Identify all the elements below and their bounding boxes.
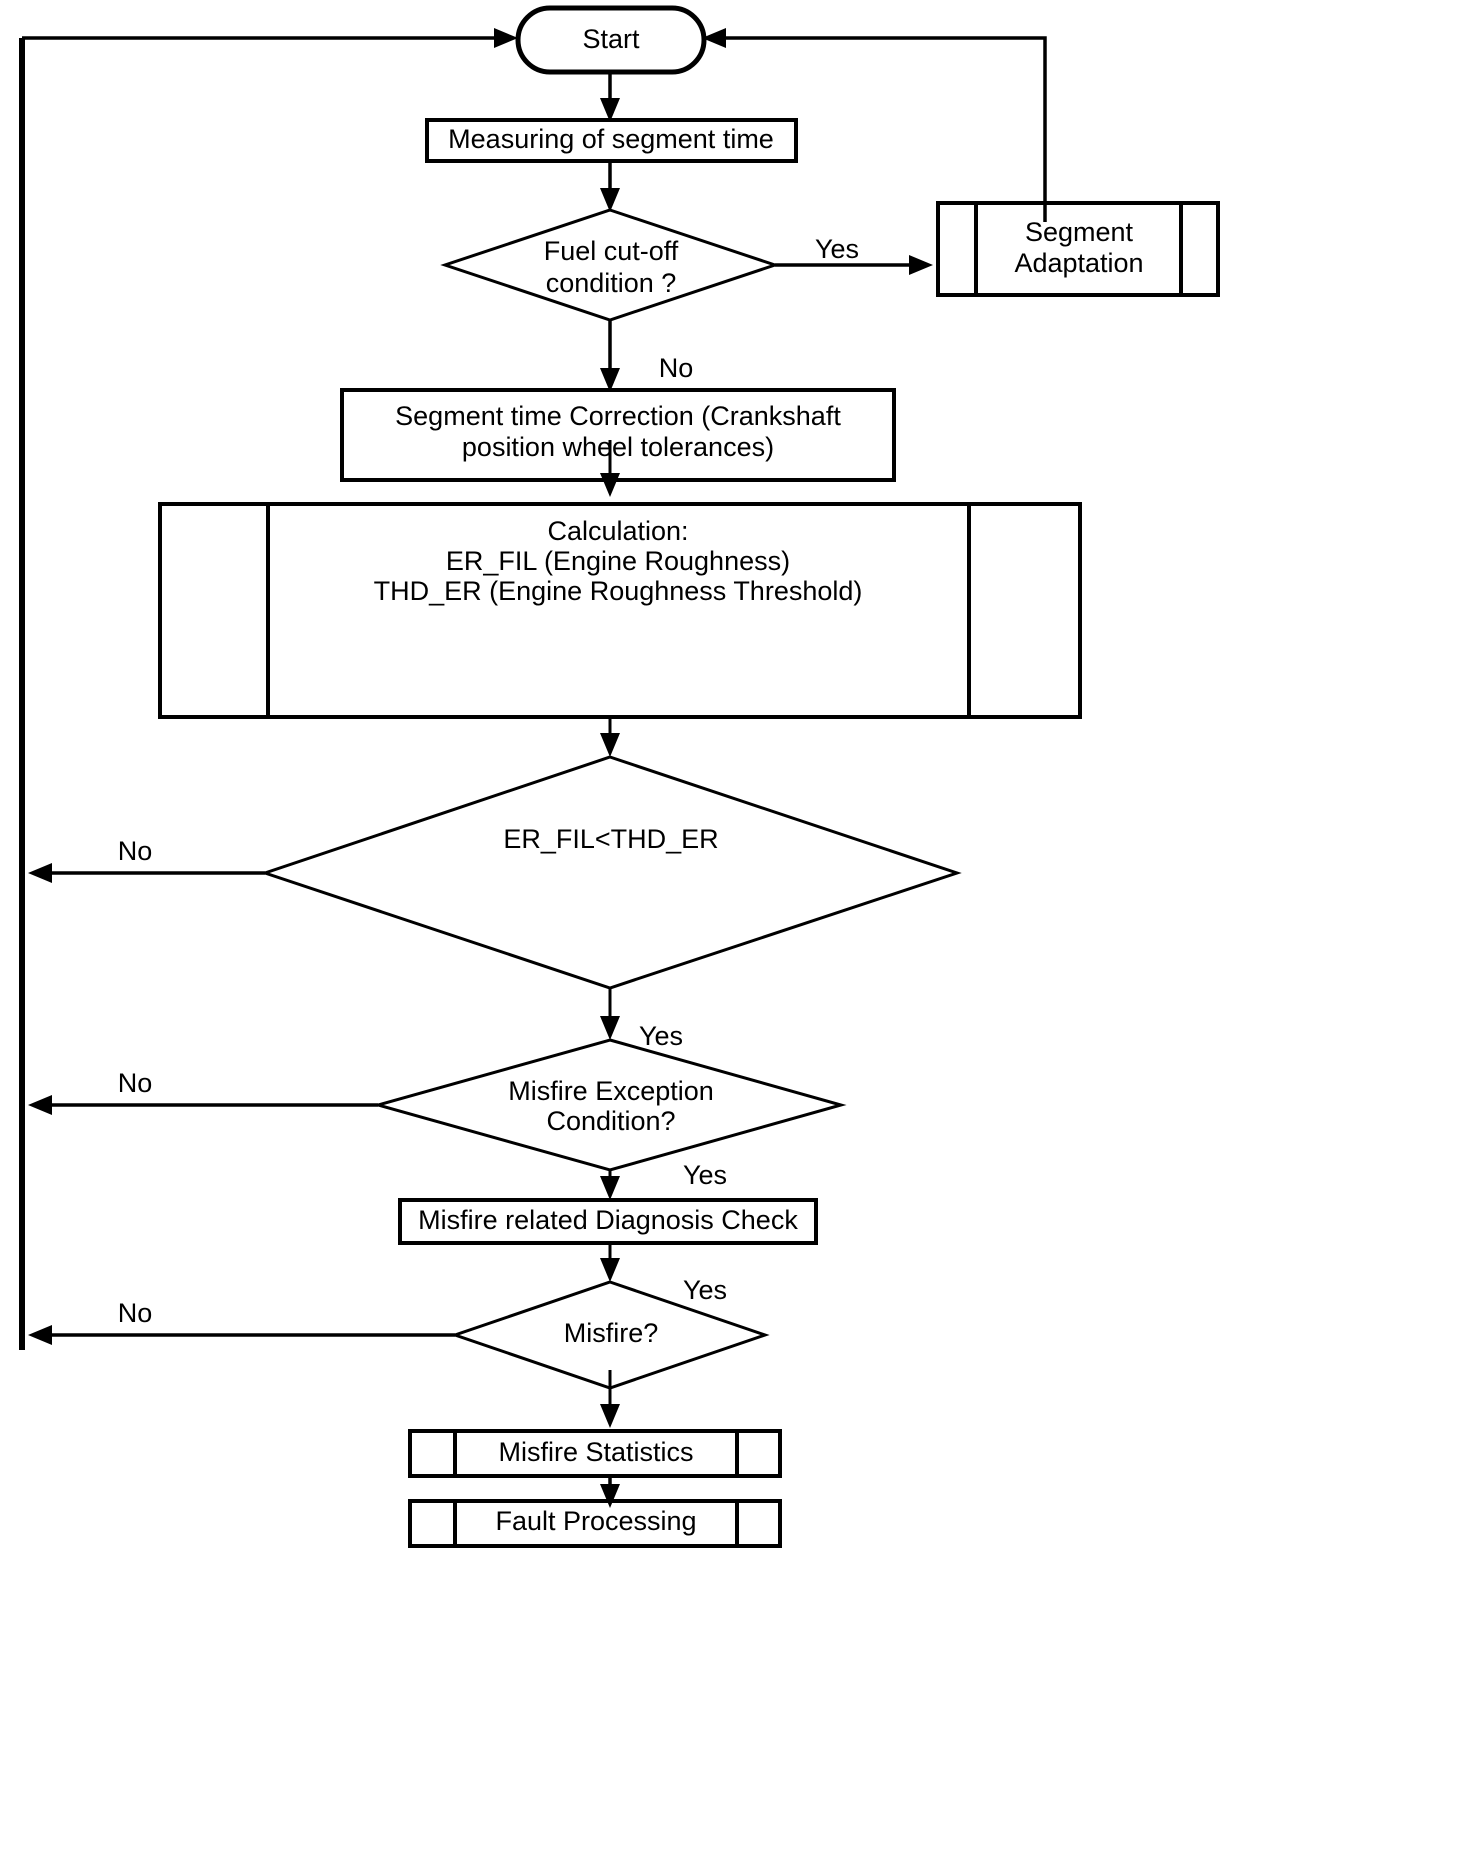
- edge-erfil-no: [28, 863, 265, 883]
- arrow-into-start-left: [494, 28, 518, 48]
- node-er-fil-check-label: ER_FIL<THD_ER: [503, 824, 718, 854]
- node-segment-adaptation-label-2: Adaptation: [1014, 248, 1143, 278]
- edge-label-erfil-yes: Yes: [639, 1021, 683, 1051]
- node-measuring[interactable]: Measuring of segment time: [425, 118, 798, 163]
- edge-measuring-to-fuelcutoff: [600, 160, 620, 212]
- edge-misfire-no: [28, 1325, 455, 1345]
- node-diagnosis-check[interactable]: Misfire related Diagnosis Check: [398, 1198, 818, 1245]
- node-start[interactable]: Start: [515, 5, 707, 75]
- edge-label-misfire-yes: Yes: [683, 1275, 727, 1305]
- edge-calculation-to-erfil: [600, 717, 620, 757]
- edge-exception-no: [28, 1095, 378, 1115]
- node-er-fil-check[interactable]: ER_FIL<THD_ER: [260, 755, 962, 990]
- node-fuel-cutoff-label-2: condition ?: [546, 268, 677, 298]
- edge-label-exception-no: No: [118, 1068, 153, 1098]
- left-return-rail: [19, 28, 518, 1350]
- node-segment-correction-label-1: Segment time Correction (Crankshaft: [395, 401, 841, 431]
- edge-statistics-to-fault: [600, 1476, 620, 1508]
- node-calculation-label-2: ER_FIL (Engine Roughness): [446, 546, 790, 576]
- node-diagnosis-check-label: Misfire related Diagnosis Check: [418, 1205, 798, 1235]
- edge-diagnosis-to-misfire: [600, 1243, 620, 1282]
- node-segment-adaptation-label-1: Segment: [1025, 217, 1134, 247]
- right-return-rail: [702, 28, 1047, 222]
- node-fault-processing-label: Fault Processing: [495, 1506, 696, 1536]
- edge-erfil-yes: [600, 988, 620, 1040]
- node-misfire-exception-label-1: Misfire Exception: [508, 1076, 714, 1106]
- node-calculation-label-1: Calculation:: [547, 516, 688, 546]
- edge-fuelcutoff-no: [600, 320, 620, 392]
- node-fault-processing[interactable]: Fault Processing: [408, 1499, 782, 1548]
- node-measuring-label: Measuring of segment time: [448, 124, 774, 154]
- node-fuel-cutoff[interactable]: Fuel cut-off condition ?: [440, 208, 780, 322]
- node-misfire[interactable]: Misfire?: [450, 1280, 770, 1390]
- edge-label-erfil-no: No: [118, 836, 153, 866]
- edge-start-to-measuring: [600, 72, 620, 122]
- node-calculation[interactable]: Calculation: ER_FIL (Engine Roughness) T…: [158, 502, 1082, 719]
- edge-label-fuelcutoff-yes: Yes: [815, 234, 859, 264]
- edge-fuelcutoff-yes: [775, 255, 933, 275]
- edge-label-exception-yes: Yes: [683, 1160, 727, 1190]
- node-misfire-exception[interactable]: Misfire Exception Condition?: [372, 1038, 847, 1172]
- node-misfire-statistics[interactable]: Misfire Statistics: [408, 1429, 782, 1478]
- node-misfire-label: Misfire?: [564, 1318, 659, 1348]
- node-start-label: Start: [582, 24, 640, 54]
- arrow-into-start-right: [702, 28, 726, 48]
- node-calculation-label-3: THD_ER (Engine Roughness Threshold): [374, 576, 863, 606]
- edge-label-misfire-no: No: [118, 1298, 153, 1328]
- node-fuel-cutoff-label-1: Fuel cut-off: [544, 236, 679, 266]
- edge-label-fuelcutoff-no: No: [659, 353, 694, 383]
- node-segment-adaptation[interactable]: Segment Adaptation: [936, 201, 1220, 297]
- edge-exception-yes: [600, 1170, 620, 1200]
- node-misfire-exception-label-2: Condition?: [546, 1106, 675, 1136]
- node-misfire-statistics-label: Misfire Statistics: [498, 1437, 693, 1467]
- edge-misfire-yes: [600, 1370, 620, 1428]
- node-segment-correction-label-2: position wheel tolerances): [462, 432, 774, 462]
- node-segment-correction[interactable]: Segment time Correction (Crankshaft posi…: [340, 388, 896, 482]
